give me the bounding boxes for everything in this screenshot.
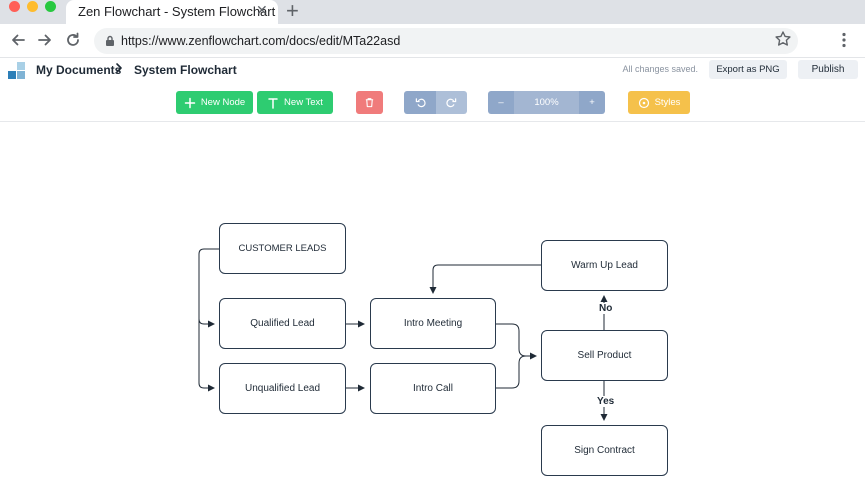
node-warm-up-lead[interactable]: Warm Up Lead [541,240,668,291]
zoom-in-button[interactable]: + [579,91,605,114]
new-tab-button[interactable]: + [286,0,299,23]
node-qualified-lead-label: Qualified Lead [250,318,315,329]
connector-leads-to-unqualified [198,319,215,392]
url-text[interactable]: https://www.zenflowchart.com/docs/edit/M… [121,34,401,48]
zoom-in-label: + [589,97,595,108]
styles-label: Styles [654,97,681,108]
palette-icon [638,97,649,108]
minimize-window-button[interactable] [27,1,38,12]
maximize-window-button[interactable] [45,1,56,12]
node-sell-product-label: Sell Product [577,350,632,361]
connector-leads-to-qualified [198,248,219,328]
new-node-button[interactable]: New Node [176,91,253,114]
new-node-label: New Node [200,97,246,108]
lock-icon [106,35,114,46]
zoom-value: 100% [534,97,559,108]
chevron-right-icon [116,63,122,73]
node-sign-contract[interactable]: Sign Contract [541,425,668,476]
redo-icon [446,98,457,108]
node-qualified-lead[interactable]: Qualified Lead [219,298,346,349]
styles-button[interactable]: Styles [628,91,690,114]
text-icon [268,97,278,109]
url-bar[interactable]: https://www.zenflowchart.com/docs/edit/M… [94,28,798,54]
browser-address-bar: https://www.zenflowchart.com/docs/edit/M… [0,24,865,58]
node-unqualified-lead[interactable]: Unqualified Lead [219,363,346,414]
tab-title: Zen Flowchart - System Flowchart [78,4,276,19]
bookmark-star-icon[interactable] [774,30,792,48]
browser-tab-bar: Zen Flowchart - System Flowchart ✕ + [0,0,865,24]
trash-icon [365,98,374,108]
new-text-label: New Text [284,97,323,108]
forward-arrow-icon[interactable] [36,31,54,49]
delete-button[interactable] [356,91,383,114]
back-arrow-icon[interactable] [9,31,27,49]
node-customer-leads[interactable]: CUSTOMER LEADS [219,223,346,274]
node-customer-leads-label: CUSTOMER LEADS [238,243,327,254]
flowchart-canvas[interactable]: CUSTOMER LEADS Qualified Lead Unqualifie… [0,123,865,497]
node-unqualified-lead-label: Unqualified Lead [244,383,321,394]
plus-icon [184,97,196,108]
new-text-button[interactable]: New Text [257,91,333,114]
close-window-button[interactable] [9,1,20,12]
connector-warmup-to-meeting [429,264,541,294]
breadcrumb-my-documents[interactable]: My Documents [36,63,122,77]
connector-call-to-sell [496,355,527,389]
zoom-level[interactable]: 100% [514,91,579,114]
app-header: My Documents System Flowchart All change… [0,58,865,83]
node-intro-meeting-label: Intro Meeting [403,318,463,329]
browser-tab[interactable]: Zen Flowchart - System Flowchart ✕ [66,0,278,24]
document-title[interactable]: System Flowchart [134,63,237,77]
node-sign-contract-label: Sign Contract [574,445,635,456]
node-warm-up-lead-label: Warm Up Lead [571,260,638,271]
connector-layer [198,248,608,421]
zoom-out-button[interactable]: – [488,91,514,114]
zen-flowchart-logo-icon[interactable] [8,62,25,79]
edge-label-no[interactable]: No [598,303,614,314]
connectors [198,248,608,421]
node-sell-product[interactable]: Sell Product [541,330,668,381]
publish-button[interactable]: Publish [798,60,858,79]
export-png-button[interactable]: Export as PNG [709,60,787,79]
tab-close-icon[interactable]: ✕ [256,2,268,18]
reload-icon[interactable] [64,31,82,49]
connector-meeting-to-sell [496,323,537,360]
node-intro-meeting[interactable]: Intro Meeting [370,298,496,349]
save-status: All changes saved. [622,64,698,74]
redo-button[interactable] [436,91,467,114]
undo-icon [415,98,426,108]
edge-label-yes[interactable]: Yes [596,396,616,407]
zoom-out-label: – [498,97,504,108]
node-intro-call[interactable]: Intro Call [370,363,496,414]
undo-button[interactable] [404,91,436,114]
editor-toolbar: New Node New Text – 100% + [0,83,865,122]
node-intro-call-label: Intro Call [412,383,453,394]
browser-menu-icon[interactable] [836,31,852,49]
